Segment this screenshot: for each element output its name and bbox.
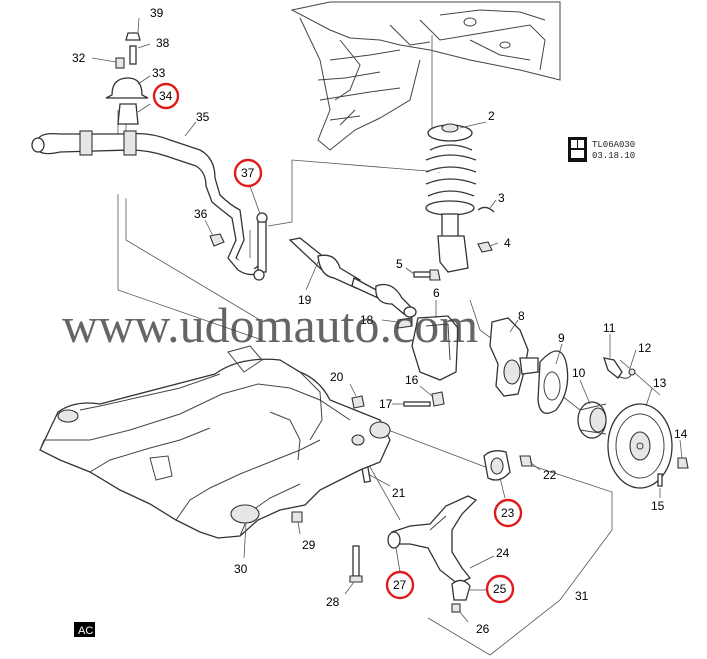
callout-16: 16 [405,373,419,387]
wheel-hardware [657,457,689,487]
nut-36 [209,233,225,247]
stabilizer-bar [31,130,261,276]
callout-18: 18 [360,313,374,327]
drive-shaft [288,237,417,318]
steering-knuckle [489,317,539,397]
callout-29: 29 [302,538,316,552]
callout-19: 19 [298,293,312,307]
callout-20: 20 [330,370,344,384]
ac-badge-label: AC [78,625,93,637]
callout-8: 8 [518,309,525,323]
callout-38: 38 [156,36,170,50]
callout-23: 23 [501,506,515,520]
callout-21: 21 [392,486,406,500]
callout-26: 26 [476,622,490,636]
watermark-text: www.udomauto.com [62,297,478,353]
callout-13: 13 [653,376,667,390]
strut-hardware [413,206,495,281]
ac-badge: AC [74,622,95,637]
callout-24: 24 [496,546,510,560]
callout-5: 5 [396,257,403,271]
callout-12: 12 [638,341,652,355]
body-structure [290,1,561,151]
callout-36: 36 [194,207,208,221]
callout-31: 31 [575,589,589,603]
callout-4: 4 [504,236,511,250]
hub-bearing [577,401,607,439]
lower-control-arm [387,495,478,585]
stabilizer-link [253,212,268,281]
ball-joint [451,579,471,613]
callout-37: 37 [241,166,255,180]
callout-11: 11 [603,321,616,335]
highlight-ring-34 [152,82,180,110]
highlight-ring-25 [485,574,515,604]
callouts: 39 38 32 33 34 35 37 36 2 3 4 5 6 18 19 [72,6,688,636]
callout-2: 2 [488,109,495,123]
dust-shield [537,350,569,414]
callout-32: 32 [72,51,86,65]
stabilizer-mount-hardware [105,32,149,125]
callout-14: 14 [674,427,688,441]
callout-17: 17 [379,397,393,411]
cradle-bolts [291,511,363,583]
wheel-speed-sensor [603,357,636,379]
front-cradle [39,345,391,539]
callout-3: 3 [498,191,505,205]
callout-27: 27 [393,578,407,592]
callout-34: 34 [159,89,173,103]
brake-caliper [397,315,459,381]
callout-28: 28 [326,595,340,609]
highlight-ring-27 [385,570,415,600]
brake-rotor [607,403,673,489]
rear-bushing [483,450,511,481]
reference-date: 03.18.10 [592,151,635,161]
callout-35: 35 [196,110,210,124]
callout-22: 22 [543,468,557,482]
reference-code: TL06A030 [592,140,635,150]
strut-assembly [425,123,477,273]
callout-15: 15 [651,499,665,513]
reference-stamp: TL06A030 03.18.10 [568,137,635,162]
callout-25: 25 [493,582,507,596]
highlight-ring-37 [233,158,263,188]
callout-39: 39 [150,6,164,20]
highlight-ring-23 [493,498,523,528]
callout-33: 33 [152,66,166,80]
callout-30: 30 [234,562,248,576]
callout-6: 6 [433,286,440,300]
callout-9: 9 [558,331,565,345]
callout-10: 10 [572,366,586,380]
